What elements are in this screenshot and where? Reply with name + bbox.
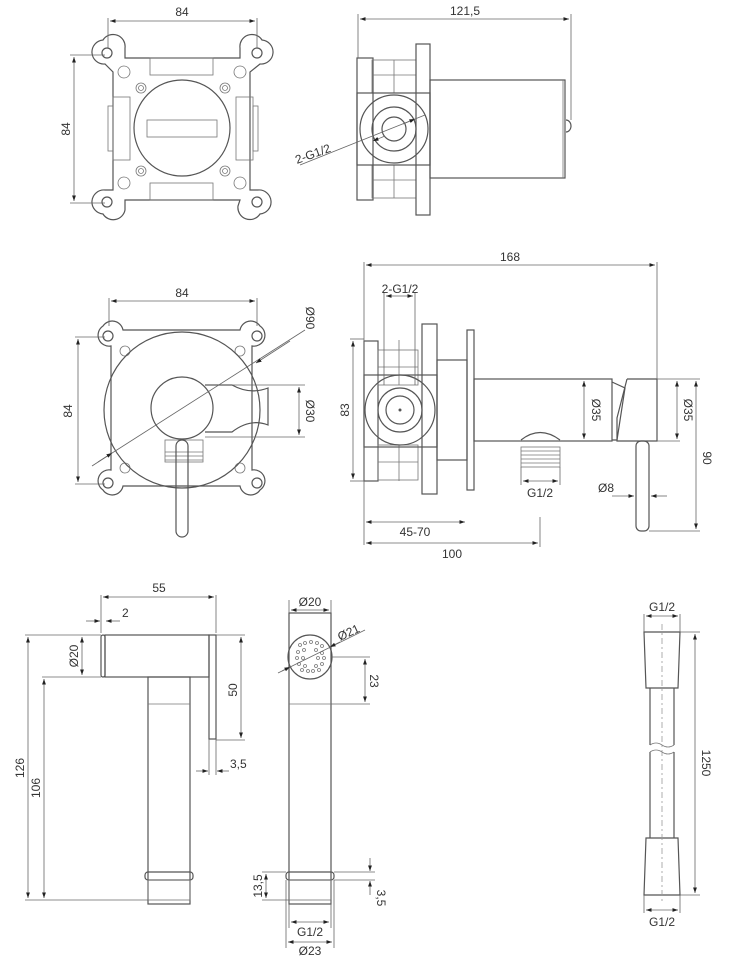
dim-bottom-thread-label: G1/2 xyxy=(649,915,675,929)
dim-width-label: 84 xyxy=(175,286,189,300)
dim-width-label: 84 xyxy=(175,5,189,19)
handshower-side-view: 55 2 Ø20 126 106 50 3,5 xyxy=(13,581,247,905)
handshower-front-view: Ø20 Ø21 23 13,5 3,5 G1/2 Ø23 xyxy=(251,595,388,958)
dim-connection-label: 2-G1/2 xyxy=(382,282,419,296)
dim-handle-diameter-label: Ø30 xyxy=(303,400,317,423)
dim-lever-height-label: 50 xyxy=(226,683,240,697)
mounting-plate-front-view: 84 84 xyxy=(59,5,274,221)
dim-wall-depth-label: 45-70 xyxy=(400,525,431,539)
dim-spray-diameter-label: Ø21 xyxy=(335,621,362,643)
dim-height-label: 84 xyxy=(59,122,73,136)
dim-connection-label: 2-G1/2 xyxy=(293,141,333,167)
dim-body-height-label: 83 xyxy=(338,403,352,417)
dim-top-thread-label: G1/2 xyxy=(649,600,675,614)
dim-spray-offset-label: 23 xyxy=(367,674,381,688)
dim-holder-diameter-label: Ø35 xyxy=(681,399,695,422)
dim-thread-height-label: 13,5 xyxy=(251,874,265,898)
dim-height-label: 84 xyxy=(61,404,75,418)
valve-side-view: 168 2-G1/2 83 Ø35 Ø35 90 G1/2 Ø8 45-70 1… xyxy=(338,250,714,561)
dim-base-diameter-label: Ø23 xyxy=(299,944,322,958)
dim-lever-thickness-label: 3,5 xyxy=(230,757,247,771)
dim-length-label: 121,5 xyxy=(450,4,480,18)
dim-outlet-distance-label: 100 xyxy=(442,547,462,561)
dim-collar-height-label: 3,5 xyxy=(374,890,388,907)
valve-front-view: Ø90 Ø30 84 84 xyxy=(61,286,317,538)
dim-lever-width-label: 2 xyxy=(122,606,129,620)
mounting-plate-side-view: 2-G1/2 121,5 xyxy=(293,4,572,216)
dim-total-length-label: 168 xyxy=(500,250,520,264)
dim-head-diameter-label: Ø20 xyxy=(67,644,81,667)
dim-thread-label: G1/2 xyxy=(297,925,323,939)
dim-body-diameter-label: Ø35 xyxy=(589,399,603,422)
dim-total-height-label: 126 xyxy=(13,758,27,778)
hose-view: G1/2 1250 G1/2 xyxy=(643,600,713,929)
dim-lever-diameter-label: Ø8 xyxy=(598,481,614,495)
dim-total-height-label: 90 xyxy=(700,451,714,465)
dim-plate-diameter-label: Ø90 xyxy=(303,307,317,330)
dim-width-label: Ø20 xyxy=(299,595,322,609)
dim-outlet-thread-label: G1/2 xyxy=(527,486,553,500)
dim-handle-height-label: 106 xyxy=(29,778,43,798)
dim-length-label: 1250 xyxy=(699,750,713,777)
dim-length-label: 55 xyxy=(152,581,166,595)
